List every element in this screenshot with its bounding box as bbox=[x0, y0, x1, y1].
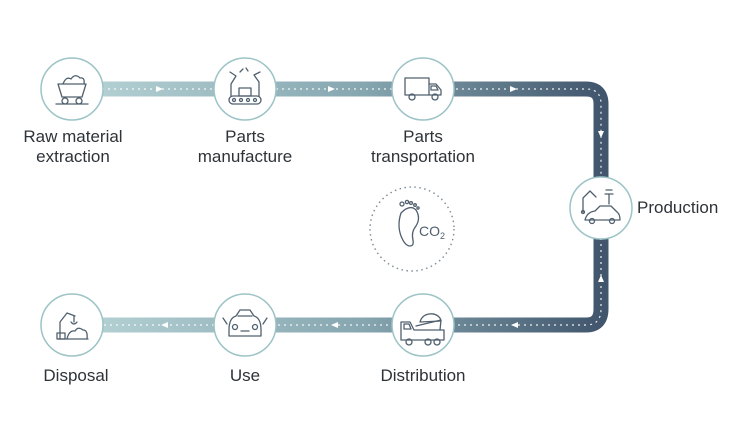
stage-nodes bbox=[40, 57, 633, 357]
label-raw-material-extraction: Raw material extraction bbox=[16, 127, 130, 167]
label-line: Parts bbox=[403, 127, 443, 146]
node-parts-transportation bbox=[391, 57, 455, 121]
arrow-left-icon bbox=[511, 322, 518, 328]
node-raw-material-extraction bbox=[40, 57, 104, 121]
node-disposal bbox=[40, 293, 104, 357]
label-line: Parts bbox=[225, 127, 265, 146]
label-parts-transportation: Parts transportation bbox=[352, 127, 494, 167]
car-assembly-robot-icon bbox=[580, 189, 621, 225]
label-line: Distribution bbox=[380, 366, 466, 385]
co2-label: CO2 bbox=[419, 223, 445, 241]
label-line: Raw material bbox=[23, 127, 123, 146]
arrow-right-icon bbox=[510, 86, 517, 92]
arrow-right-icon bbox=[156, 86, 163, 92]
co2-subscript: 2 bbox=[440, 231, 445, 241]
truck-icon bbox=[404, 77, 442, 101]
car-front-icon bbox=[222, 309, 268, 337]
label-production: Production bbox=[637, 198, 731, 218]
label-line: manufacture bbox=[197, 147, 293, 166]
track-bottom bbox=[72, 208, 609, 333]
node-parts-manufacture bbox=[213, 57, 277, 121]
car-carrier-truck-icon bbox=[400, 313, 445, 346]
arrow-right-icon bbox=[328, 86, 335, 92]
recycling-crane-icon bbox=[56, 312, 89, 340]
mining-cart-icon bbox=[55, 75, 89, 105]
label-line: Production bbox=[637, 198, 719, 217]
node-production bbox=[569, 176, 633, 240]
flow-arrows bbox=[156, 86, 604, 328]
arrow-left-icon bbox=[161, 322, 168, 328]
track-top bbox=[72, 81, 609, 208]
label-disposal: Disposal bbox=[26, 366, 126, 386]
arrow-left-icon bbox=[331, 322, 338, 328]
arrow-down-icon bbox=[598, 131, 604, 138]
node-use bbox=[213, 293, 277, 357]
robotic-arm-conveyor-icon bbox=[228, 67, 262, 105]
label-line: Use bbox=[229, 366, 261, 385]
label-line: extraction bbox=[36, 147, 110, 166]
label-parts-manufacture: Parts manufacture bbox=[185, 127, 305, 167]
arrow-up-icon bbox=[598, 275, 604, 282]
label-use: Use bbox=[205, 366, 285, 386]
label-distribution: Distribution bbox=[363, 366, 483, 386]
footprint-ring bbox=[369, 186, 455, 272]
label-line: Disposal bbox=[43, 366, 109, 385]
co2-text: CO bbox=[419, 223, 440, 239]
label-line: transportation bbox=[371, 147, 475, 166]
carbon-footprint-icon bbox=[398, 199, 420, 247]
